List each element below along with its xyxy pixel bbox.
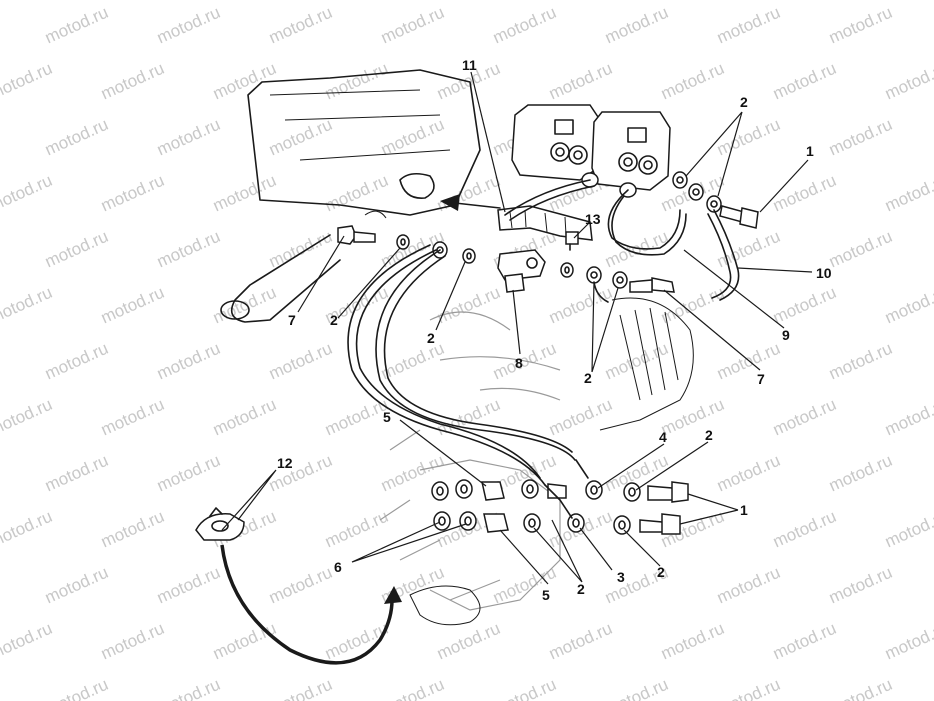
callout-7: 7: [757, 371, 765, 387]
callout-2: 2: [427, 330, 435, 346]
callout-1: 1: [740, 502, 748, 518]
lower-fittings: [431, 459, 689, 535]
bleeder-cap: [195, 507, 245, 541]
engine-block: [379, 297, 694, 626]
callout-2: 2: [577, 581, 585, 597]
callout-11: 11: [462, 57, 477, 73]
callout-2: 2: [330, 312, 338, 328]
callout-1: 1: [806, 143, 814, 159]
callout-5: 5: [383, 409, 391, 425]
callout-2: 2: [657, 564, 665, 580]
callout-3: 3: [617, 569, 625, 585]
callout-9: 9: [782, 327, 790, 343]
callout-7: 7: [288, 312, 296, 328]
callout-10: 10: [816, 265, 832, 281]
curved-arrow: [220, 544, 402, 665]
callout-4: 4: [659, 429, 667, 445]
direction-arrow-top: [440, 194, 501, 211]
callout-12: 12: [277, 455, 293, 471]
upper-fittings: [337, 171, 759, 293]
chassis-frame: [220, 69, 481, 323]
callout-13: 13: [585, 211, 601, 227]
callout-8: 8: [515, 355, 523, 371]
callout-2: 2: [705, 427, 713, 443]
small-bolt: [565, 231, 579, 251]
callout-5: 5: [542, 587, 550, 603]
callout-2: 2: [740, 94, 748, 110]
callout-6: 6: [334, 559, 342, 575]
leader-lines: [221, 71, 813, 585]
junction-block: [497, 249, 546, 293]
callout-2: 2: [584, 370, 592, 386]
abs-modulator-blocks: [511, 104, 671, 191]
